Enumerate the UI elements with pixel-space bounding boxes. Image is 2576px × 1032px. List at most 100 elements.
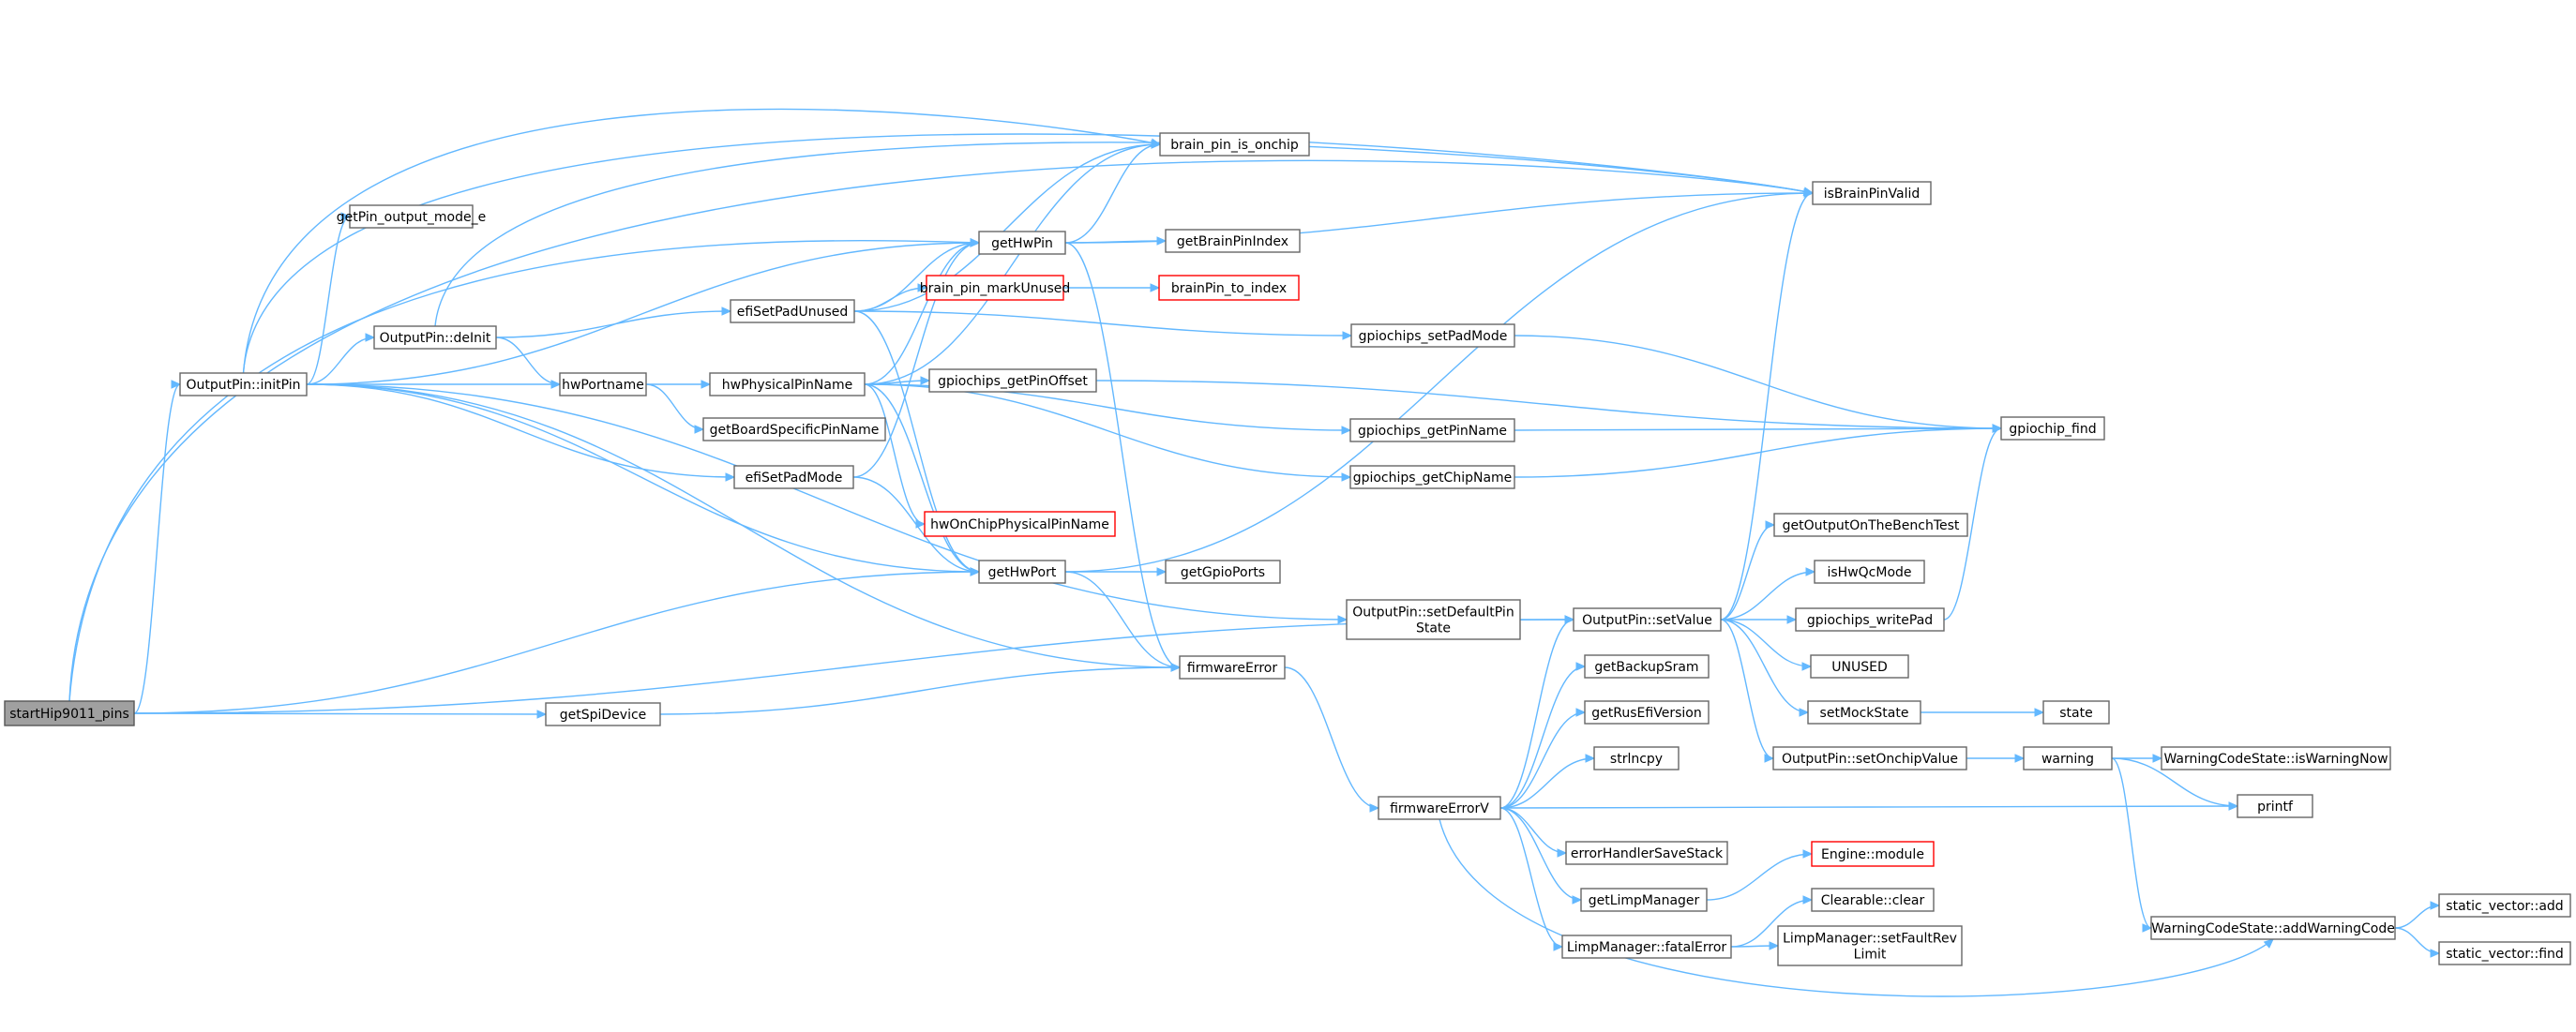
edge-line xyxy=(1439,818,2274,997)
function-node[interactable]: getBoardSpecificPinName xyxy=(702,417,886,441)
function-node[interactable]: Engine::module xyxy=(1811,841,1935,867)
edge-line xyxy=(306,383,735,478)
function-node[interactable]: OutputPin::setOnchipValue xyxy=(1772,746,1967,770)
function-node[interactable]: getGpioPorts xyxy=(1165,560,1281,584)
function-node[interactable]: strlncpy xyxy=(1593,746,1680,770)
function-node[interactable]: getLimpManager xyxy=(1580,888,1708,912)
function-node[interactable]: getRusEfiVersion xyxy=(1584,700,1710,725)
function-node[interactable]: efiSetPadUnused xyxy=(730,299,855,323)
node-box xyxy=(702,417,886,441)
call-edge xyxy=(864,376,931,385)
function-node[interactable]: brain_pin_is_onchip xyxy=(1159,132,1310,157)
function-node[interactable]: firmwareErrorV xyxy=(1378,796,1501,820)
call-edge xyxy=(1284,666,1380,813)
function-nodes: startHip9011_pins OutputPin::initPingetSp… xyxy=(4,132,2571,966)
function-node[interactable]: getHwPin xyxy=(978,231,1066,255)
edge-line xyxy=(864,242,980,385)
function-node[interactable]: firmwareError xyxy=(1179,655,1286,680)
function-node[interactable]: getPin_output_mode_e xyxy=(337,204,486,229)
function-node[interactable]: printf xyxy=(2237,794,2313,818)
call-edge xyxy=(133,567,981,714)
node-label: OutputPin::setDefaultPin xyxy=(1352,606,1514,621)
node-box xyxy=(1350,323,1515,348)
call-edge xyxy=(853,310,1353,340)
edge-line xyxy=(495,310,731,338)
function-node[interactable]: gpiochips_getChipName xyxy=(1349,465,1515,489)
edge-arrowhead xyxy=(1341,472,1352,482)
function-node[interactable]: OutputPin::initPin xyxy=(179,372,308,396)
node-label: strlncpy xyxy=(1610,752,1663,767)
node-box xyxy=(1561,935,1732,959)
node-label: isBrainPinValid xyxy=(1824,187,1921,202)
edge-arrowhead xyxy=(1170,663,1182,672)
function-node[interactable]: getHwPort xyxy=(978,560,1066,584)
call-edge xyxy=(1943,424,2003,621)
function-node[interactable]: static_vector::find xyxy=(2438,941,2571,965)
function-node[interactable]: getOutputOnTheBenchTest xyxy=(1773,513,1968,537)
call-edge xyxy=(646,380,712,389)
function-node[interactable]: errorHandlerSaveStack xyxy=(1565,841,1728,865)
function-node[interactable]: brain_pin_markUnused xyxy=(920,275,1071,301)
node-box xyxy=(1810,654,1909,679)
edge-line xyxy=(2394,927,2440,954)
node-box xyxy=(1158,275,1300,301)
edge-arrowhead xyxy=(2263,938,2274,949)
function-node[interactable]: isHwQcMode xyxy=(1814,560,1925,584)
function-node[interactable]: WarningCodeState::addWarningCode xyxy=(2150,916,2396,940)
function-node[interactable]: gpiochips_getPinOffset xyxy=(928,368,1097,393)
node-box xyxy=(1811,888,1935,912)
call-edge xyxy=(1720,188,1815,621)
function-node[interactable]: OutputPin::deInit xyxy=(373,325,497,350)
function-node[interactable]: getBackupSram xyxy=(1584,654,1710,679)
function-node[interactable]: hwOnChipPhysicalPinName xyxy=(924,511,1116,537)
edge-line xyxy=(1064,571,1181,668)
function-node[interactable]: getSpiDevice xyxy=(545,702,661,726)
function-node[interactable]: gpiochips_getPinName xyxy=(1349,418,1515,442)
function-node[interactable]: LimpManager::fatalError xyxy=(1561,935,1732,959)
edge-arrowhead xyxy=(917,283,928,292)
function-node[interactable]: getBrainPinIndex xyxy=(1165,229,1301,253)
function-node[interactable]: warning xyxy=(2023,746,2113,770)
function-node[interactable]: UNUSED xyxy=(1810,654,1909,679)
node-label: getPin_output_mode_e xyxy=(337,210,486,225)
edge-arrowhead xyxy=(1557,848,1568,858)
function-node[interactable]: gpiochips_setPadMode xyxy=(1350,323,1515,348)
edge-line xyxy=(853,287,927,312)
node-label: isHwQcMode xyxy=(1827,565,1911,580)
edge-line xyxy=(1499,619,1574,809)
node-label: Limit xyxy=(1854,948,1887,963)
node-label: LimpManager::setFaultRev xyxy=(1783,932,1957,947)
edge-arrowhead xyxy=(2430,901,2441,910)
node-label: gpiochips_writePad xyxy=(1807,613,1933,628)
call-edge xyxy=(1730,895,1814,948)
function-node[interactable]: gpiochip_find xyxy=(2000,416,2105,441)
function-node[interactable]: state xyxy=(2042,700,2110,725)
node-box xyxy=(733,465,854,489)
edge-line xyxy=(853,143,1161,312)
edge-line xyxy=(306,383,980,573)
node-label: brain_pin_markUnused xyxy=(920,281,1071,296)
function-node[interactable]: brainPin_to_index xyxy=(1158,275,1300,301)
function-node[interactable]: hwPortname xyxy=(559,372,647,396)
function-node[interactable]: setMockState xyxy=(1807,700,1921,725)
function-node[interactable]: gpiochips_writePad xyxy=(1795,607,1945,632)
function-node[interactable]: Clearable::clear xyxy=(1811,888,1935,912)
node-label: hwPhysicalPinName xyxy=(722,378,852,393)
function-node[interactable]: hwPhysicalPinName xyxy=(709,372,866,396)
function-node[interactable]: efiSetPadMode xyxy=(733,465,854,489)
node-label: firmwareErrorV xyxy=(1390,801,1489,816)
node-label: getRusEfiVersion xyxy=(1591,706,1701,721)
node-label: WarningCodeState::addWarningCode xyxy=(2151,921,2395,936)
node-box xyxy=(926,275,1064,301)
function-node[interactable]: startHip9011_pins xyxy=(4,700,135,726)
edge-arrowhead xyxy=(2152,754,2163,763)
function-node[interactable]: isBrainPinValid xyxy=(1812,181,1932,205)
edge-line xyxy=(306,383,1348,621)
edge-arrowhead xyxy=(1150,283,1161,292)
function-node[interactable]: OutputPin::setValue xyxy=(1573,607,1722,632)
function-node[interactable]: static_vector::add xyxy=(2438,893,2571,918)
function-node[interactable]: WarningCodeState::isWarningNow xyxy=(2161,746,2391,770)
